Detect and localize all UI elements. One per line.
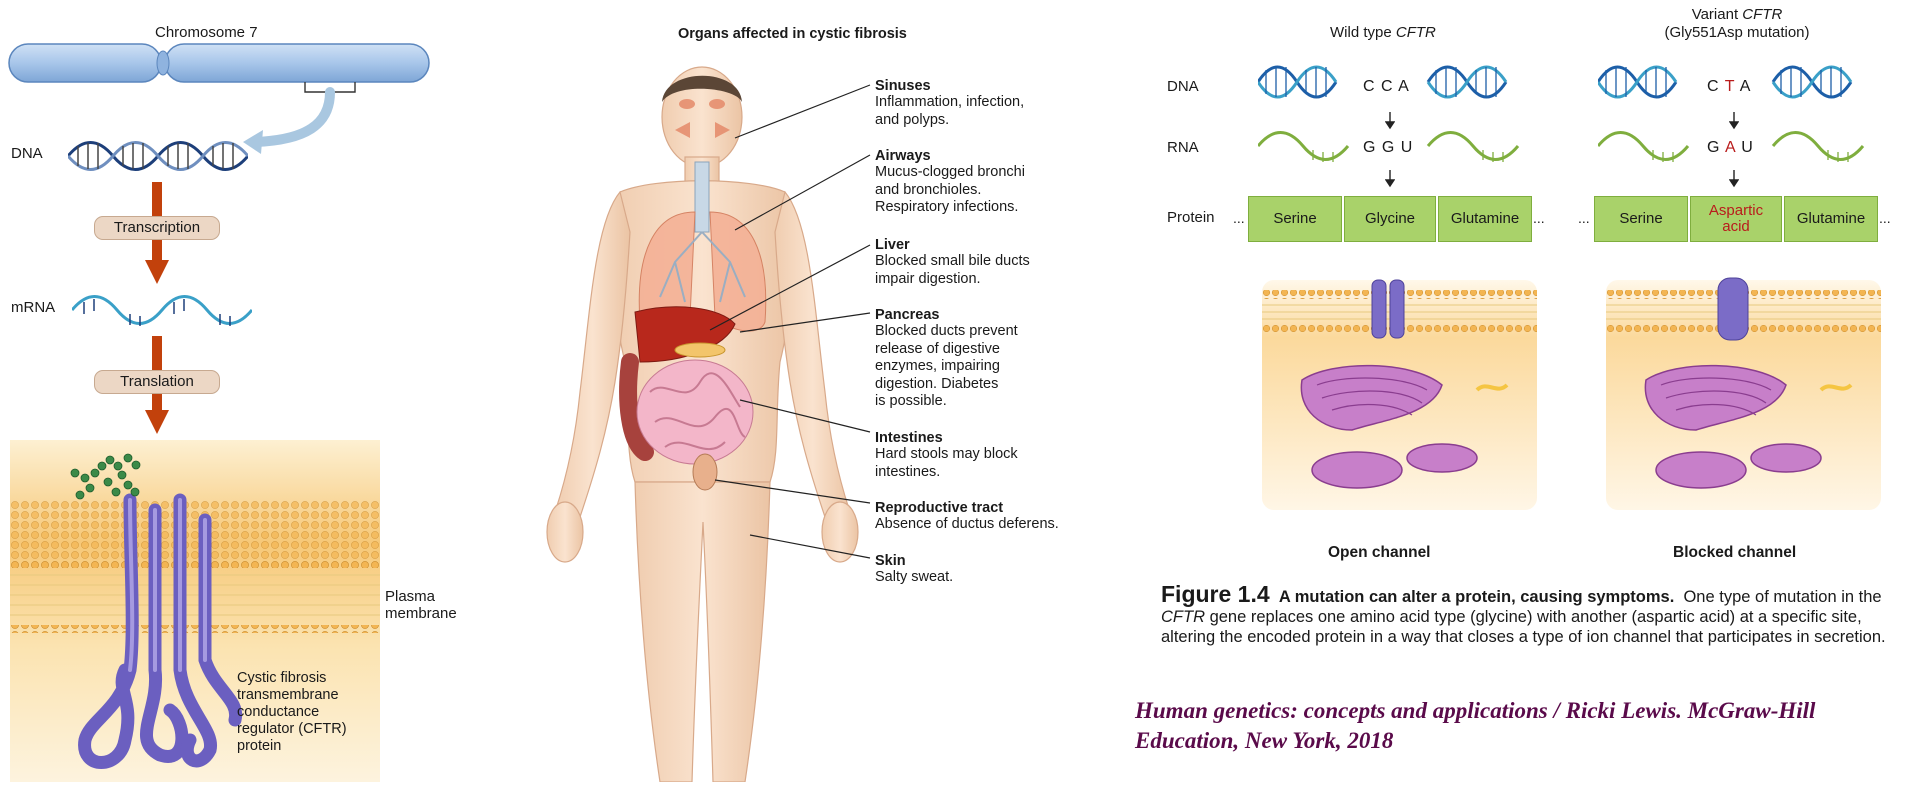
ellipsis: ... [1578,210,1590,226]
variant-rna-codon-part: U [1736,139,1754,156]
organ-liver: Liver Blocked small bile ducts impair di… [875,237,1030,288]
ellipsis: ... [1233,210,1245,226]
organ-skin: Skin Salty sweat. [875,553,953,587]
variant-dna-codon: C T A [1707,78,1751,96]
organ-name: Pancreas [875,307,1018,323]
variant-rna-codon-part: G [1707,139,1725,156]
wild-protein-serine: Serine [1248,196,1342,242]
open-channel-label: Open channel [1328,544,1431,562]
caption-gene: CFTR [1161,608,1205,626]
dna-label: DNA [11,145,43,162]
variant-dna-codon-part: C [1707,78,1725,95]
blocked-channel-illustration [1606,270,1881,510]
organ-name: Airways [875,148,1025,164]
wild-rna-codon: G G U [1363,139,1413,157]
leader-lines [690,70,880,570]
chromosome-label: Chromosome 7 [155,24,258,41]
row-rna-label: RNA [1167,139,1199,156]
ellipsis: ... [1533,210,1545,226]
variant-title-gene: CFTR [1742,6,1782,23]
citation: Human genetics: concepts and application… [1135,696,1900,756]
cftr-protein-label: Cystic fibrosis transmembrane conductanc… [237,670,347,755]
organ-pancreas: Pancreas Blocked ducts prevent release o… [875,307,1018,411]
variant-dna-codon-part: A [1735,78,1751,95]
organ-airways: Airways Mucus-clogged bronchi and bronch… [875,148,1025,217]
mrna-strand-icon [72,292,252,328]
figure-title: A mutation can alter a protein, causing … [1279,588,1674,606]
organ-intestines: Intestines Hard stools may block intesti… [875,430,1018,481]
wild-down-arrows [1385,100,1395,270]
organ-desc: Inflammation, infection, and polyps. [875,94,1024,129]
organ-desc: Hard stools may block intestines. [875,446,1018,481]
organ-name: Liver [875,237,1030,253]
mrna-label: mRNA [11,299,55,316]
organ-desc: Blocked ducts prevent release of digesti… [875,323,1018,411]
blocked-channel-label: Blocked channel [1673,544,1796,562]
variant-title-prefix: Variant [1692,6,1743,23]
variant-down-arrows [1729,100,1739,270]
caption-part-2: gene replaces one amino acid type (glyci… [1161,608,1886,646]
caption-part-1: One type of mutation in the [1683,588,1881,606]
figure-number: Figure 1.4 [1161,581,1270,607]
row-dna-label: DNA [1167,78,1199,95]
row-protein-label: Protein [1167,209,1215,226]
variant-protein-serine: Serine [1594,196,1688,242]
variant-rna-codon: G A U [1707,139,1754,157]
organ-desc: Salty sweat. [875,569,953,587]
organ-desc: Blocked small bile ducts impair digestio… [875,253,1030,288]
ellipsis: ... [1879,210,1891,226]
translation-pill: Translation [94,370,220,394]
organ-sinuses: Sinuses Inflammation, infection, and pol… [875,78,1024,129]
variant-dna-mutation: T [1725,78,1735,95]
organ-name: Intestines [875,430,1018,446]
organ-name: Sinuses [875,78,1024,94]
wild-title-prefix: Wild type [1330,24,1396,41]
wild-protein-glycine: Glycine [1344,196,1436,242]
organ-reproductive-tract: Reproductive tract Absence of ductus def… [875,500,1059,534]
organ-desc: Mucus-clogged bronchi and bronchioles. R… [875,164,1025,217]
variant-title: Variant CFTR (Gly551Asp mutation) [1652,6,1822,42]
variant-protein-glutamine: Glutamine [1784,196,1878,242]
wild-title-gene: CFTR [1396,24,1436,41]
variant-subtitle: (Gly551Asp mutation) [1652,24,1822,42]
organ-desc: Absence of ductus deferens. [875,516,1059,534]
dna-helix-icon [68,138,248,174]
variant-rna-mutation: A [1725,139,1736,156]
organ-name: Reproductive tract [875,500,1059,516]
organs-title: Organs affected in cystic fibrosis [678,26,907,42]
wild-dna-codon: C C A [1363,78,1410,96]
wild-protein-glutamine: Glutamine [1438,196,1532,242]
organ-name: Skin [875,553,953,569]
open-channel-illustration [1262,270,1537,510]
transcription-pill: Transcription [94,216,220,240]
plasma-membrane-label: Plasma membrane [385,588,457,622]
figure-caption: Figure 1.4 A mutation can alter a protei… [1161,584,1901,647]
variant-protein-aspartic-acid: Aspartic acid [1690,196,1782,242]
wild-type-title: Wild type CFTR [1330,24,1436,41]
